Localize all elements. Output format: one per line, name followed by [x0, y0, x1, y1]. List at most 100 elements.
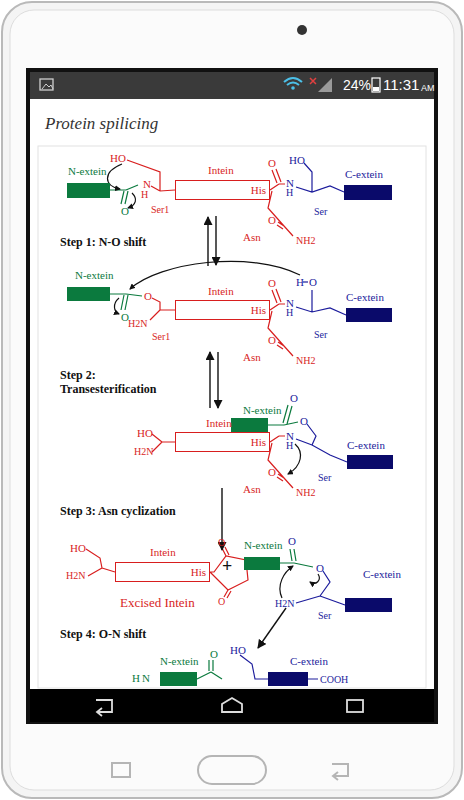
atom-label: O — [316, 562, 324, 575]
atom-label: HO — [70, 542, 86, 555]
wifi-dot — [291, 86, 295, 90]
diagram-frame — [38, 146, 426, 688]
box-heading: N-extein — [244, 539, 282, 551]
atom-label: HO — [230, 644, 246, 657]
product-label: Excised Intein — [120, 596, 195, 611]
residue-label: His — [251, 184, 266, 196]
box-heading: Intein — [208, 285, 234, 297]
intein-box: InteinHis — [175, 180, 270, 200]
nav-home — [222, 698, 242, 712]
bond — [150, 298, 175, 320]
atom-label: N — [143, 178, 151, 191]
atom-label: NH2 — [296, 487, 315, 499]
residue-label: His — [251, 304, 266, 316]
battery-level — [373, 87, 379, 91]
step-arrow — [215, 216, 216, 265]
c-extein-box: C-extein — [344, 185, 392, 200]
box-heading: C-extein — [346, 291, 384, 303]
atom-label: O — [290, 392, 298, 405]
n-extein-box: N-extein — [231, 418, 268, 432]
nav-bar — [30, 689, 434, 722]
atom-label: H2N — [134, 446, 153, 458]
residue-label: His — [191, 566, 206, 578]
residue-label: Asn — [243, 231, 261, 244]
signal-cross — [310, 78, 316, 84]
atom-label: O — [144, 290, 152, 303]
atom-label: H2N — [128, 318, 147, 330]
image-icon-mark — [42, 84, 53, 89]
mechanism-arrow — [114, 298, 119, 314]
intein-box: InteinHis — [175, 432, 270, 452]
box-heading: N-extein — [75, 269, 113, 281]
c-extein-box: C-extein — [345, 598, 392, 612]
battery-icon — [372, 78, 380, 92]
atom-label: O — [121, 205, 129, 218]
back-key — [332, 764, 348, 780]
status-text: 11:31 — [383, 76, 419, 93]
wifi-icon — [284, 78, 302, 85]
mechanism-arrow — [128, 193, 135, 208]
box-heading: C-extein — [363, 568, 401, 580]
residue-label: Asn — [243, 351, 261, 364]
bond — [296, 571, 345, 605]
residue-label: Ser1 — [151, 204, 169, 216]
nav-recent — [347, 700, 363, 712]
box-heading: N-extein — [160, 655, 198, 667]
intein-box: InteinHis — [175, 300, 270, 320]
screen-border — [26, 68, 438, 724]
atom-label: O — [268, 334, 276, 347]
box-heading: C-extein — [347, 439, 385, 451]
atom-label: H — [286, 187, 293, 199]
bond — [268, 436, 293, 488]
residue-label: Ser — [314, 329, 327, 341]
chemistry-drawing — [0, 0, 464, 688]
residue-label: Ser1 — [152, 331, 170, 343]
intein-box: InteinHis — [115, 562, 210, 582]
bond — [280, 549, 313, 567]
atom-label: H — [286, 307, 293, 319]
home-button — [198, 756, 266, 784]
bond — [152, 434, 175, 452]
box-heading: Intein — [150, 546, 176, 558]
step-label: Step 1: N-O shift — [60, 236, 146, 250]
atom-label: H — [286, 440, 293, 452]
atom-label: N — [142, 672, 150, 685]
box-heading: N-extein — [243, 404, 281, 416]
n-extein-box: N-extein — [244, 557, 280, 570]
succinimide-ring — [210, 547, 248, 598]
bond — [127, 160, 175, 191]
diagram-layer: Protein spilicingN-exteinInteinHisC-exte… — [0, 0, 464, 688]
residue-label: His — [251, 436, 266, 448]
bond — [272, 289, 281, 303]
asn-residue — [268, 436, 293, 488]
tablet-bezel — [10, 10, 454, 790]
nav-back — [96, 700, 112, 716]
c-extein-box: C-extein — [347, 455, 393, 469]
atom-label: O — [210, 648, 218, 661]
box-heading: C-extein — [345, 168, 383, 180]
n-extein-box: N-extein — [160, 672, 197, 686]
status-text: 24% — [343, 77, 371, 93]
status-text: AM — [421, 83, 435, 93]
diagram-title: Protein spilicing — [45, 114, 158, 134]
step-arrow — [258, 608, 286, 648]
bond — [86, 549, 115, 576]
atom-label: HO — [110, 152, 126, 165]
mechanism-arrow — [310, 574, 319, 583]
mechanism-arrow — [130, 261, 300, 289]
signal-icon — [318, 78, 332, 92]
atom-label: O — [268, 466, 276, 479]
bond — [197, 660, 222, 679]
screen-content — [30, 99, 434, 690]
residue-label: Ser — [318, 610, 331, 622]
atom-label: O — [121, 311, 129, 324]
step-label: Step 2: Transesterification — [60, 369, 185, 397]
atom-label: H2N — [66, 570, 85, 582]
bond — [268, 184, 293, 236]
asn-residue — [268, 289, 293, 356]
status-bar — [30, 72, 434, 99]
atom-label: COOH — [320, 674, 348, 686]
atom-label: O — [218, 537, 225, 549]
